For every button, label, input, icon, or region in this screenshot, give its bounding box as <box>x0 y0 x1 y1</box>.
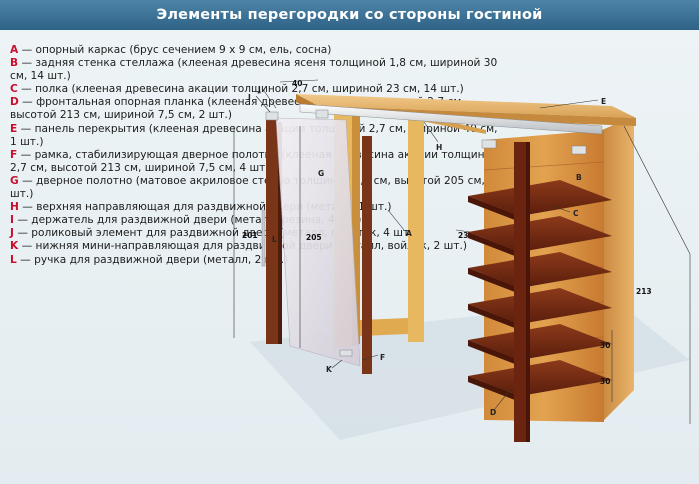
door-frame-edge <box>278 122 282 344</box>
bottom-mini-guide <box>339 349 353 357</box>
legend-key: E <box>10 122 18 135</box>
dim-door-panel-height: 205 <box>306 233 322 242</box>
door-glass-panel <box>275 117 361 367</box>
dim-top-depth: 40 <box>292 79 302 88</box>
page-title: Элементы перегородки со стороны гостиной <box>0 0 699 30</box>
legend-key: K <box>10 240 19 253</box>
shelf <box>468 288 612 330</box>
legend-key: A <box>10 44 19 56</box>
label-D: D <box>490 408 496 417</box>
legend-item-a: A — опорный каркас (брус сечением 9 x 9 … <box>10 44 505 57</box>
legend-key: J <box>10 227 14 240</box>
label-A: A <box>406 229 412 238</box>
door-frame <box>362 136 372 374</box>
legend-key: G <box>10 174 19 187</box>
label-C: C <box>573 209 579 218</box>
legend-key: F <box>10 148 18 161</box>
shelf <box>468 360 612 402</box>
legend-key: H <box>10 201 19 214</box>
legend-text: — полка (клееная древесина акации толщин… <box>17 83 464 96</box>
legend-text: — опорный каркас (брус сечением 9 x 9 см… <box>18 44 332 56</box>
shelf <box>468 324 612 366</box>
legend-key: I <box>10 214 14 227</box>
legend-key: B <box>10 57 19 70</box>
dim-shelf-spacing-1: 30 <box>600 341 610 350</box>
legend-text: — задняя стенка стеллажа (клееная древес… <box>10 57 498 83</box>
label-L: L <box>272 235 277 244</box>
legend-key: D <box>10 96 19 109</box>
front-plank-edge <box>526 142 530 442</box>
partition-diagram: A B C D E F G H I J K L 40 201 205 23 21… <box>233 79 691 442</box>
label-B: B <box>576 173 582 182</box>
shelf <box>468 216 612 258</box>
label-G: G <box>318 169 324 178</box>
door-handle <box>261 209 266 267</box>
legend-text: — рамка, стабилизирующая дверное полотно… <box>10 148 498 174</box>
shelves <box>468 180 612 402</box>
callout-lines <box>255 87 599 411</box>
legend-item-b: B — задняя стенка стеллажа (клееная древ… <box>10 57 505 83</box>
label-I: I <box>248 93 251 102</box>
label-K: K <box>326 365 333 374</box>
label-H: H <box>436 143 442 152</box>
label-E: E <box>601 97 606 106</box>
door-frame <box>266 120 278 344</box>
side-panel <box>602 116 634 422</box>
legend-item-g: G — дверное полотно (матовое акриловое с… <box>10 175 505 201</box>
legend-key: L <box>10 253 17 266</box>
dim-door-height: 201 <box>242 231 258 240</box>
label-F: F <box>380 353 385 362</box>
dim-total-height: 213 <box>636 287 652 296</box>
overhead-panel <box>296 94 636 118</box>
front-plank <box>514 142 526 442</box>
label-J: J <box>257 85 261 94</box>
shelf <box>468 180 612 222</box>
legend-item-c: C — полка (клееная древесина акации толщ… <box>10 83 505 96</box>
legend-text: — дверное полотно (матовое акриловое сте… <box>10 174 495 201</box>
legend-text: — ручка для раздвижной двери (металл, 2 … <box>16 253 289 266</box>
legend-item-f: F — рамка, стабилизирующая дверное полот… <box>10 149 505 175</box>
legend-item-l: L — ручка для раздвижной двери (металл, … <box>10 254 505 267</box>
legend-key: C <box>10 83 18 96</box>
legend-text: — панель перекрытия (клееная древесина а… <box>10 122 498 148</box>
legend-item-e: E — панель перекрытия (клееная древесина… <box>10 123 505 149</box>
dim-shelf-spacing-2: 30 <box>600 377 610 386</box>
top-rail <box>299 103 603 135</box>
dimension-lines <box>233 79 691 424</box>
door-holders <box>265 109 587 155</box>
shelf <box>468 252 612 294</box>
dim-shelf-angle: 23 <box>458 231 468 240</box>
